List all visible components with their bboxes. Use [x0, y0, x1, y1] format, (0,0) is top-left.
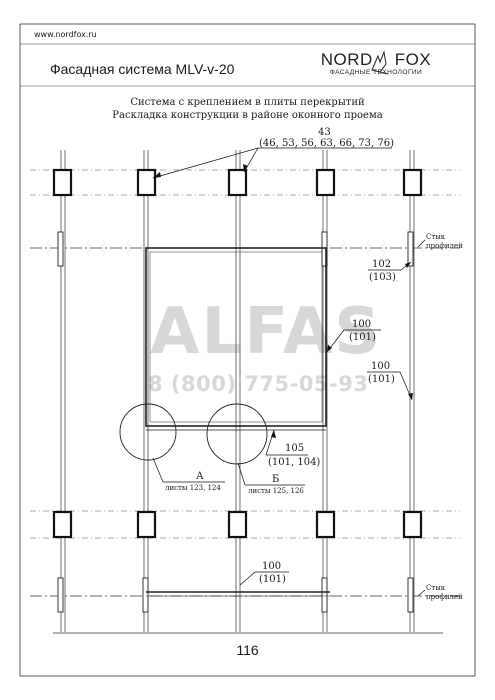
slab-lines — [30, 169, 460, 539]
detail-b-letter: Б — [272, 474, 280, 485]
watermark-phone: 8 (800) 775-05-93 — [148, 372, 369, 396]
callout-100c-number: 100 — [262, 561, 282, 572]
joint-label-top-line1: Стык — [426, 233, 446, 241]
joint-label-bottom-line1: Стык — [426, 584, 446, 592]
fox-icon — [371, 50, 389, 75]
callout-43-number: 43 — [318, 127, 331, 138]
bracket-row-bottom — [52, 510, 423, 539]
detail-a-sheets: листы 123, 124 — [165, 484, 221, 492]
callout-102-number: 102 — [372, 259, 392, 270]
brand-right: FOX — [394, 50, 432, 69]
drawing-heading-line2: Раскладка конструкции в районе оконного … — [112, 110, 383, 121]
callout-102-variants: (103) — [369, 272, 396, 283]
brand-logo: NORD FOX ФАСАДНЫЕ ТЕХНОЛОГИИ — [316, 50, 436, 76]
leader-lines — [152, 147, 426, 597]
brand-left: NORD — [320, 50, 373, 69]
page-frame — [19, 23, 476, 677]
joint-plates — [57, 231, 414, 613]
detail-circle-b — [206, 403, 268, 465]
drawing-heading-line1: Система с креплением в плиты перекрытий — [130, 97, 365, 108]
leader-arrowheads — [153, 164, 413, 438]
joint-label-top-line2: профилей — [426, 242, 463, 250]
callout-105-number: 105 — [285, 443, 305, 454]
callout-100-variants: (101) — [349, 332, 376, 343]
callout-100c-variants: (101) — [259, 574, 286, 585]
window-opening — [145, 247, 330, 597]
vertical-profiles — [60, 150, 415, 632]
brand-tagline: ФАСАДНЫЕ ТЕХНОЛОГИИ — [329, 69, 423, 76]
website-url: www.nordfox.ru — [34, 30, 97, 39]
brand-wordmark: NORD FOX — [316, 50, 436, 70]
joint-label-bottom-line2: профилей — [426, 593, 463, 601]
detail-b-sheets: листы 125, 126 — [248, 487, 304, 495]
detail-a-letter: А — [196, 471, 204, 482]
page-title: Фасадная система MLV-v-20 — [50, 61, 235, 77]
watermark-brand: ALFAS — [150, 295, 383, 369]
page-number: 116 — [236, 642, 259, 658]
callout-105-variants: (101, 104) — [268, 457, 321, 468]
callout-100-number: 100 — [352, 319, 372, 330]
callout-100b-variants: (101) — [368, 374, 395, 385]
callout-43-variants: (46, 53, 56, 63, 66, 73, 76) — [259, 138, 395, 149]
detail-circle-a — [119, 403, 177, 461]
bracket-row-top — [52, 168, 423, 197]
callout-100b-number: 100 — [371, 361, 391, 372]
